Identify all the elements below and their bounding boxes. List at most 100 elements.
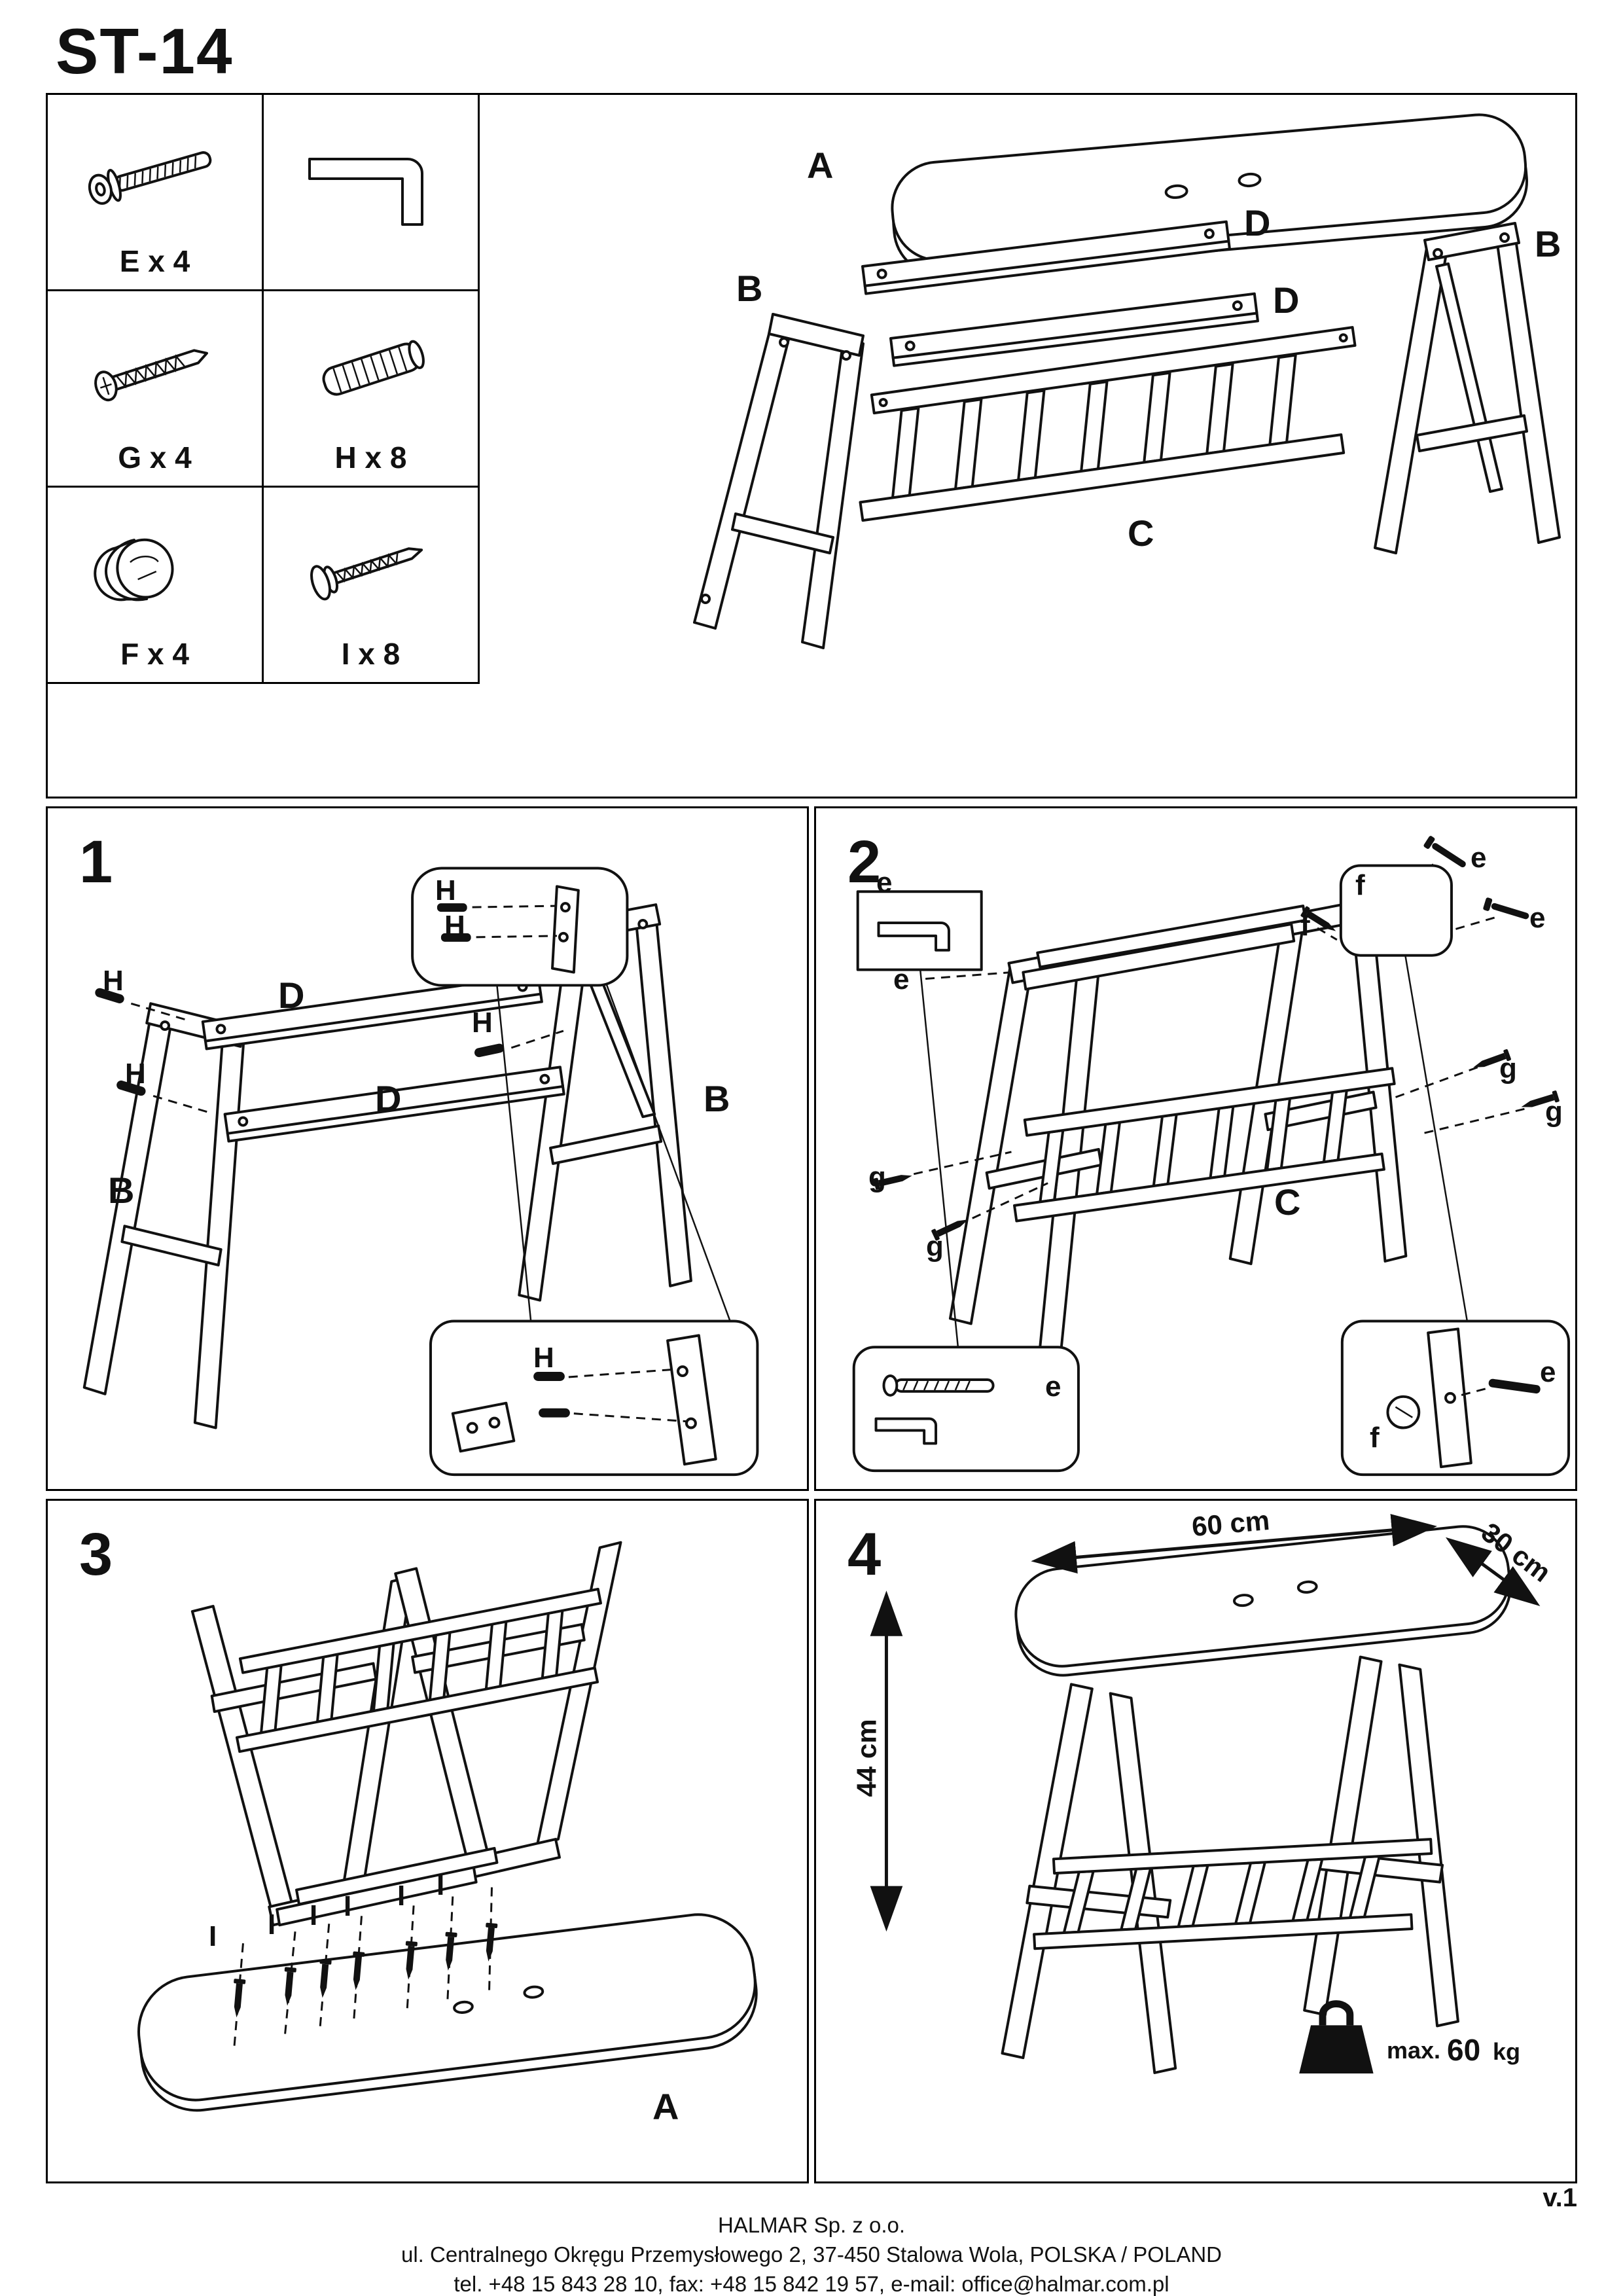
part-label-b-left: B xyxy=(108,1170,135,1211)
hardware-label-h: H x 8 xyxy=(334,440,407,475)
part-label-d2: D xyxy=(375,1078,402,1119)
tool-inset xyxy=(852,1346,1080,1473)
leg-frame-right-part xyxy=(1374,222,1561,554)
part-label-b-right: B xyxy=(704,1078,730,1119)
hardware-cell-g: G x 4 xyxy=(48,291,264,488)
fastener-label-e-inset: e xyxy=(1045,1371,1061,1403)
hardware-label-f: F x 4 xyxy=(120,637,189,671)
leg-frame-left-part xyxy=(693,313,865,649)
fastener-label-g: g xyxy=(1499,1052,1517,1085)
fastener-label-i: I xyxy=(344,1890,352,1922)
step-number-4: 4 xyxy=(847,1521,882,1588)
fastener-label-i: I xyxy=(437,1869,445,1901)
height-dimension-label: 44 cm xyxy=(851,1719,882,1797)
dowel-icon xyxy=(322,340,425,396)
max-load-prefix: max. xyxy=(1387,2037,1441,2064)
version-label: v.1 xyxy=(1543,2183,1577,2212)
part-label-d2: D xyxy=(1273,279,1300,321)
hardware-cell-e: E x 4 xyxy=(48,95,264,291)
part-label-c: C xyxy=(1274,1181,1301,1223)
part-label-c: C xyxy=(1128,512,1154,554)
hardware-list: E x 4 G x 4 xyxy=(48,95,480,684)
step4-art xyxy=(870,1514,1541,2074)
shelf-part xyxy=(859,326,1357,522)
footer-company: HALMAR Sp. z o.o. xyxy=(717,2213,906,2237)
step-number-1: 1 xyxy=(79,829,113,895)
step4-panel: 4 60 cm 30 cm 44 cm max. 60 kg xyxy=(814,1499,1577,2183)
allen-key-box xyxy=(856,890,983,971)
tabletop-part xyxy=(137,1913,758,2112)
hardware-label-g: G x 4 xyxy=(118,440,192,475)
step-number-3: 3 xyxy=(79,1521,113,1588)
wood-screw-icon xyxy=(94,349,208,402)
step3-art xyxy=(137,1541,758,2112)
part-label-b-right: B xyxy=(1535,223,1561,264)
cam-lock-icon xyxy=(94,538,174,601)
cam-inset xyxy=(1340,1319,1571,1477)
part-label-d1: D xyxy=(278,975,305,1016)
step1-panel: 1 D D B B H H H H H H xyxy=(46,806,809,1491)
shelf-part xyxy=(235,1587,602,1753)
hardware-cell-allen-key xyxy=(264,95,480,291)
bolt-icon xyxy=(88,151,212,205)
fastener-label-i: I xyxy=(209,1920,217,1952)
fastener-label-g: g xyxy=(1545,1096,1563,1128)
fastener-label-e: e xyxy=(1529,902,1546,934)
tabletop-part xyxy=(1014,1525,1512,1677)
footer: HALMAR Sp. z o.o. ul. Centralnego Okręgu… xyxy=(0,2211,1623,2296)
shelf-part xyxy=(1033,1838,1433,1950)
step2-panel: 2 e e e e e f f f e g g g g C xyxy=(814,806,1577,1491)
dowel-icon xyxy=(473,1043,505,1058)
weight-icon xyxy=(1299,2000,1374,2073)
fastener-label-h: H xyxy=(103,965,124,997)
fastener-label-f-callout: f xyxy=(1355,869,1365,901)
fastener-label-i: I xyxy=(268,1909,276,1941)
shelf-part xyxy=(1013,1067,1396,1223)
fastener-label-h: H xyxy=(444,910,465,942)
fastener-label-i: I xyxy=(397,1880,406,1912)
detail-callout xyxy=(411,867,629,987)
footer-address: ul. Centralnego Okręgu Przemysłowego 2, … xyxy=(401,2242,1222,2267)
exploded-view-art xyxy=(693,113,1561,649)
fastener-label-h-inset: H xyxy=(533,1342,554,1374)
step2-art xyxy=(852,835,1571,1477)
step1-art xyxy=(82,867,759,1477)
step3-panel: 3 I I I I I I A xyxy=(46,1499,809,2183)
rail-part-2 xyxy=(889,292,1259,367)
overview-panel: E x 4 G x 4 xyxy=(46,93,1577,798)
hardware-label-e: E x 4 xyxy=(119,244,190,278)
rail-part-1 xyxy=(861,220,1231,295)
hardware-label-i: I x 8 xyxy=(341,637,401,671)
pan-screw-icon xyxy=(310,547,423,601)
page-title: ST-14 xyxy=(56,15,234,87)
fastener-label-f: f xyxy=(1300,910,1310,942)
footer-contact: tel. +48 15 843 28 10, fax: +48 15 842 1… xyxy=(454,2271,1169,2296)
fastener-label-e-box: e xyxy=(876,867,893,899)
detail-inset xyxy=(429,1319,759,1477)
fastener-label-i: I xyxy=(310,1899,318,1931)
fastener-label-e-inset2: e xyxy=(1540,1356,1556,1388)
part-label-a: A xyxy=(807,145,834,186)
fastener-label-h: H xyxy=(472,1007,493,1039)
width-dimension-label: 60 cm xyxy=(1190,1504,1271,1543)
fastener-label-h: H xyxy=(125,1058,146,1090)
fastener-label-h-callout: H xyxy=(435,874,456,906)
part-label-a: A xyxy=(652,2086,679,2127)
fastener-label-e: e xyxy=(893,963,910,996)
max-load-unit: kg xyxy=(1493,2038,1521,2065)
allen-key-icon xyxy=(308,158,423,226)
hardware-cell-f: F x 4 xyxy=(48,488,264,684)
fastener-label-g: g xyxy=(868,1161,886,1193)
exploded-view: A D D B B C xyxy=(480,95,1575,797)
width-dimension-arrow xyxy=(1031,1514,1438,1574)
finished-table xyxy=(1001,1525,1512,2074)
corner-callout xyxy=(1339,864,1453,957)
part-label-d1: D xyxy=(1244,202,1271,243)
depth-dimension-arrow xyxy=(1445,1537,1541,1606)
fastener-label-e: e xyxy=(1471,842,1487,874)
max-load-value: 60 xyxy=(1447,2033,1481,2067)
part-label-b-left: B xyxy=(736,268,763,309)
fastener-label-g: g xyxy=(926,1230,944,1263)
step-number-2: 2 xyxy=(847,829,882,895)
